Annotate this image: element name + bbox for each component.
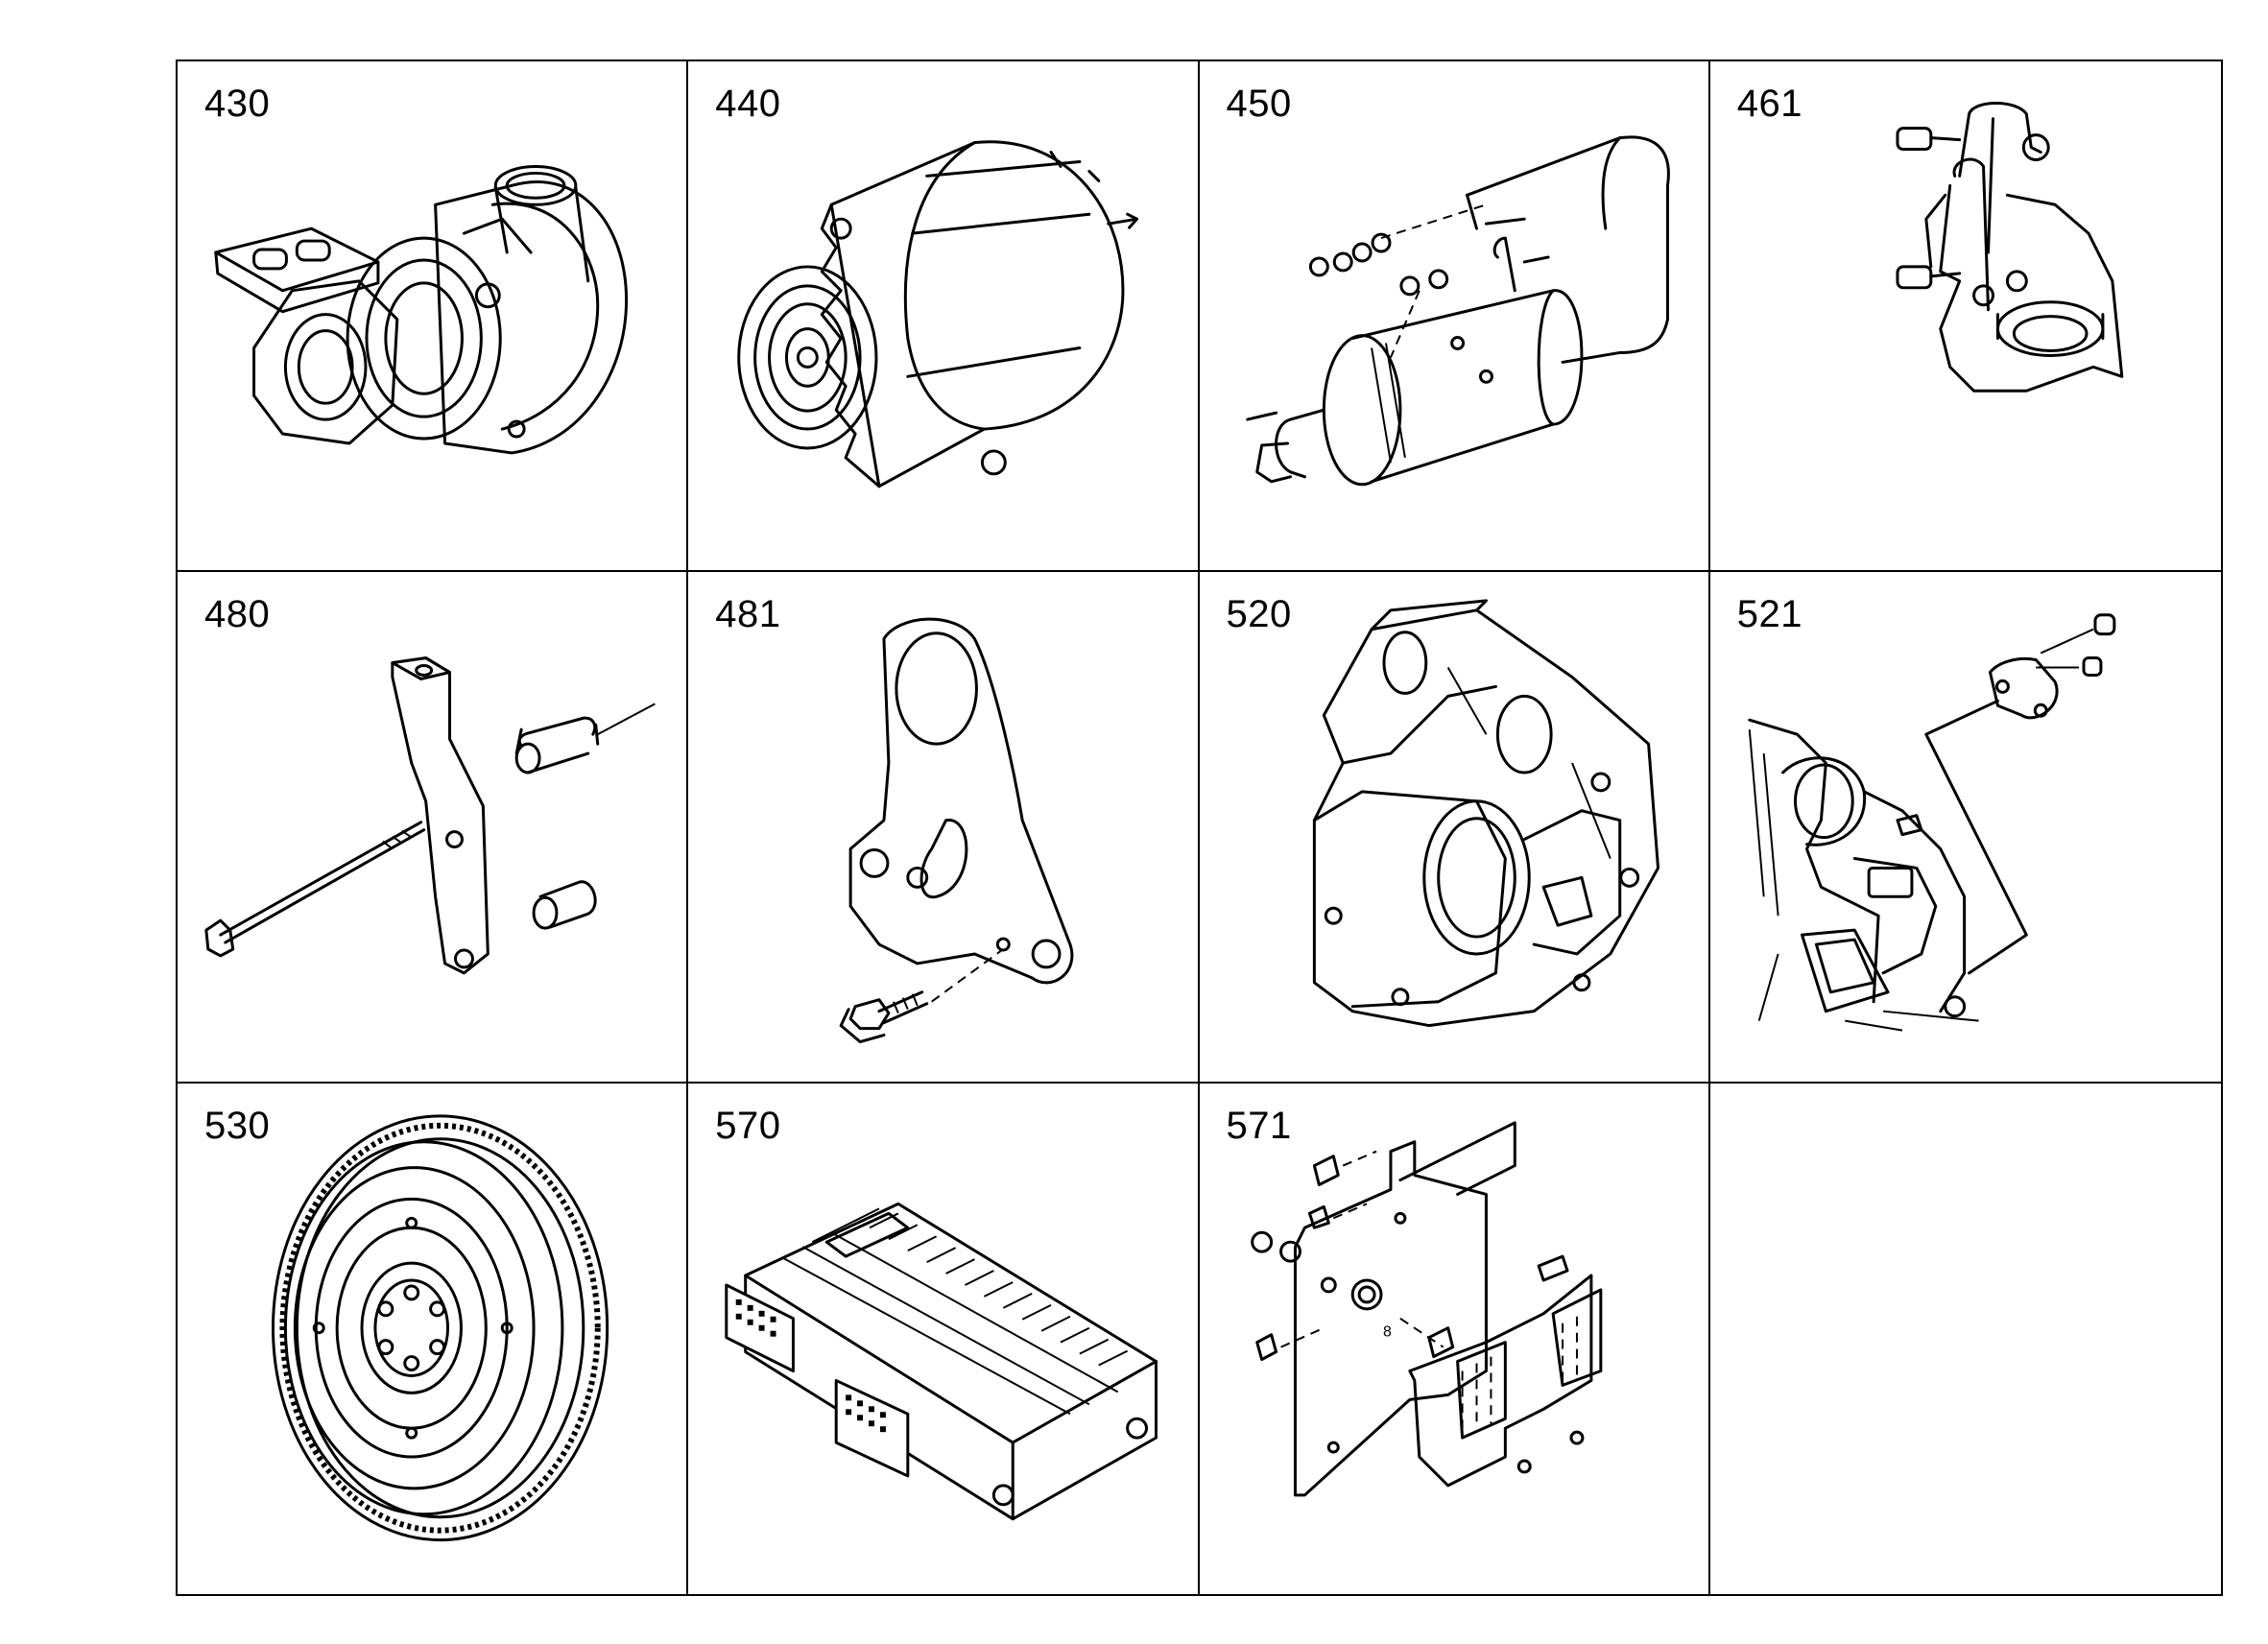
screw-callout-8: 8 — [1383, 1323, 1392, 1340]
ecu-mounting-bracket-icon: 8 — [1250, 1120, 1602, 1496]
parts-catalog-grid: 430 440 — [176, 60, 2223, 1596]
part-number-label: 521 — [1736, 593, 1802, 636]
cover-plate-icon — [1748, 613, 2116, 1032]
part-cell-481[interactable]: 481 — [688, 572, 1200, 1084]
part-number-label: 520 — [1226, 593, 1292, 636]
part-number-label: 430 — [204, 83, 271, 125]
flywheel-icon — [271, 1114, 609, 1541]
part-number-label: 570 — [715, 1104, 781, 1147]
part-cell-520[interactable]: 520 — [1199, 572, 1710, 1084]
part-cell-530[interactable]: 530 — [178, 1083, 689, 1594]
ecu-icon — [725, 1202, 1158, 1520]
alternator-bracket-kit-icon — [204, 656, 656, 975]
part-cell-430[interactable]: 430 — [178, 61, 689, 573]
part-cell-570[interactable]: 570 — [688, 1083, 1200, 1594]
turbocharger-icon — [214, 164, 629, 455]
part-cell-450[interactable]: 450 — [1199, 61, 1710, 573]
part-cell-440[interactable]: 440 — [688, 61, 1200, 573]
part-number-label: 440 — [715, 83, 781, 125]
part-number-label: 480 — [204, 593, 271, 636]
part-cell-461[interactable]: 461 — [1709, 61, 2221, 573]
flywheel-housing-icon — [1312, 599, 1659, 1028]
starter-motor-icon — [1245, 135, 1670, 487]
part-cell-480[interactable]: 480 — [178, 572, 689, 1084]
part-number-label: 571 — [1226, 1104, 1292, 1147]
engine-mount-bracket-icon — [1896, 102, 2124, 393]
part-cell-521[interactable]: 521 — [1709, 572, 2221, 1084]
part-cell-571[interactable]: 571 8 — [1200, 1083, 1710, 1594]
lifting-bracket-icon — [839, 617, 1074, 1044]
part-number-label: 481 — [715, 593, 781, 636]
alternator-icon — [737, 140, 1139, 488]
part-number-label: 461 — [1736, 83, 1802, 125]
part-number-label: 450 — [1226, 83, 1292, 125]
empty-cell — [1710, 1084, 2221, 1594]
part-number-label: 530 — [204, 1104, 271, 1147]
